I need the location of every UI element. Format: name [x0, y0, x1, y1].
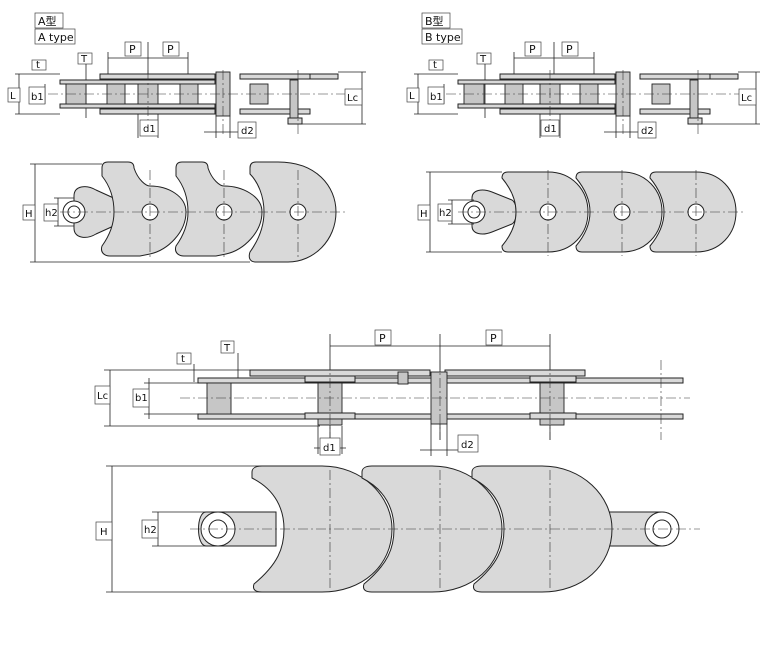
panel-a-b1-label: b1 [31, 92, 44, 103]
panel-a-pitch-label-1: P [129, 43, 136, 56]
panel-large-pitch-label-1: P [379, 332, 386, 345]
panel-b-T-label: T [479, 54, 487, 65]
panel-large-b1-label: b1 [135, 393, 148, 404]
panel-large-H-label: H [100, 527, 108, 538]
panel-b-title: B型 B type [421, 12, 463, 45]
panel-a-pitch-dimension: P P [107, 41, 189, 80]
panel-a-Lc-label: Lc [347, 93, 358, 104]
panel-a-h2-label: h2 [45, 208, 58, 219]
panel-a-width-dims: L b1 Lc [7, 71, 366, 125]
panel-a-T-label: T [80, 54, 88, 65]
panel-b-title-cn: B型 [425, 14, 444, 28]
panel-a-title: A型 A type [34, 12, 76, 45]
panel-a-diameter-dims: d1 d2 [137, 114, 257, 139]
panel-a-d1-label: d1 [143, 124, 156, 135]
panel-b-b1-label: b1 [430, 92, 443, 103]
panel-large-t-label: t [181, 354, 185, 365]
panel-b-width-dims: L b1 Lc [406, 71, 760, 125]
panel-b: B型 B type P P t T [406, 12, 760, 139]
panel-a-d2-label: d2 [241, 126, 254, 137]
panel-b-t-label: t [433, 60, 437, 71]
panel-b-Lc-label: Lc [741, 93, 752, 104]
panel-b-front-view: H h2 [417, 170, 745, 256]
panel-b-pitch-label-1: P [529, 43, 536, 56]
panel-a-side-view [30, 70, 345, 135]
panel-a-title-en: A type [38, 31, 74, 44]
panel-b-side-view [428, 70, 745, 135]
panel-large-side-view: P P t T Lc [94, 329, 690, 456]
panel-large-h2-label: h2 [144, 525, 157, 536]
panel-a-title-cn: A型 [38, 14, 57, 28]
panel-b-thickness-dims: t T [428, 52, 492, 118]
panel-b-pitch-dimension: P P [513, 41, 595, 80]
panel-large-Lc-label: Lc [97, 391, 108, 402]
panel-large-pitch-label-2: P [490, 332, 497, 345]
panel-large-front-view: H h2 [95, 465, 700, 593]
panel-b-title-en: B type [425, 31, 461, 44]
panel-a-L-label: L [10, 91, 16, 102]
panel-a-front-view: H h2 [22, 161, 345, 263]
panel-large-T-label: T [223, 343, 231, 354]
panel-a-pitch-label-2: P [167, 43, 174, 56]
panel-large-d1-label: d1 [323, 443, 336, 454]
panel-b-L-label: L [409, 91, 415, 102]
panel-a-H-label: H [25, 209, 33, 220]
panel-a: A型 A type P P t T [7, 12, 366, 139]
panel-large-d2-label: d2 [461, 440, 474, 451]
panel-b-d1-label: d1 [544, 124, 557, 135]
panel-b-pitch-label-2: P [566, 43, 573, 56]
panel-a-t-label: t [36, 60, 40, 71]
panel-b-h2-label: h2 [439, 208, 452, 219]
panel-b-diameter-dims: d1 d2 [539, 114, 657, 139]
panel-b-d2-label: d2 [641, 126, 654, 137]
panel-b-H-label: H [420, 209, 428, 220]
